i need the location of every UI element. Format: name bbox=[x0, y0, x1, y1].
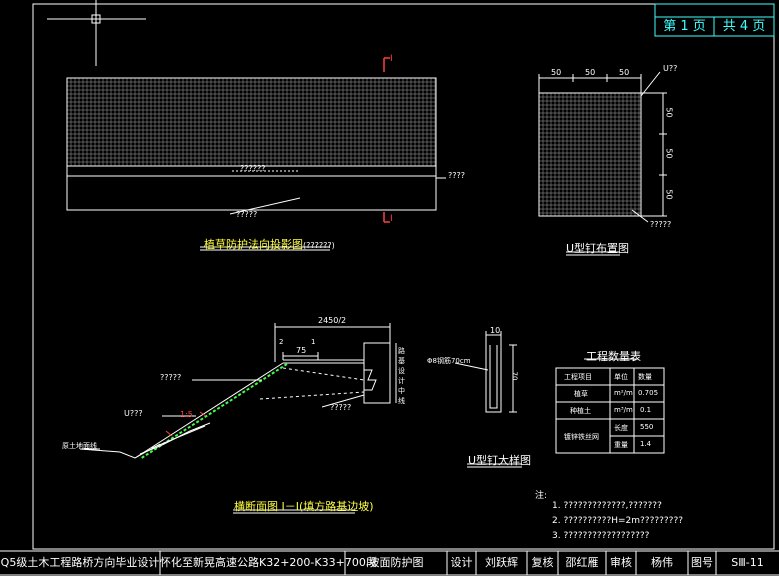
qt-row1-item: 植草 bbox=[574, 390, 588, 398]
section-label-ground: 原土地面线 bbox=[62, 442, 97, 450]
qt-row2-item: 种植土 bbox=[570, 407, 591, 415]
qt-row2-unit: m³/m bbox=[614, 406, 633, 414]
u-nail-layout-plan bbox=[538, 71, 667, 223]
layout-plan-title: U型钉布置图 bbox=[566, 242, 630, 255]
qt-header-item: 工程项目 bbox=[564, 373, 592, 381]
page-total: 共 4 页 bbox=[722, 19, 766, 34]
section-label-right: ????? bbox=[330, 403, 352, 412]
notes-heading: 注: bbox=[535, 491, 548, 501]
section-dim-1: 1 bbox=[311, 338, 316, 346]
section-label-u: U??? bbox=[124, 409, 143, 418]
title-project: 怀化至新晃高速公路K32+200-K33+700段 bbox=[160, 556, 377, 569]
qt-row4-unit: 重量 bbox=[614, 441, 628, 449]
plan-label-u: U?? bbox=[663, 64, 678, 73]
title-auditor: 杨伟 bbox=[651, 556, 673, 569]
plan-dim-3: 50 bbox=[619, 68, 630, 77]
title-fig-label: 图号 bbox=[691, 556, 713, 569]
plan-dim-2: 50 bbox=[585, 68, 596, 77]
qt-header-qty: 数量 bbox=[638, 373, 652, 381]
title-audit-label: 审核 bbox=[610, 556, 632, 569]
section-marker-top: I bbox=[390, 54, 393, 64]
u-nail-dim-top: 10 bbox=[490, 326, 501, 335]
qt-row1-qty: 0.705 bbox=[638, 389, 659, 397]
title-drawing: 坡面防护图 bbox=[368, 556, 424, 569]
title-design-label: 设计 bbox=[450, 556, 473, 569]
section-dim-75: 75 bbox=[296, 346, 307, 355]
page-number: 第 1 页 bbox=[663, 19, 706, 34]
u-nail-detail bbox=[454, 331, 517, 413]
qt-header-unit: 单位 bbox=[614, 373, 628, 381]
title-fig-no: SⅢ-11 bbox=[731, 556, 764, 569]
note-item-1: 1. ?????????????,??????? bbox=[552, 501, 662, 511]
title-designer: 刘跃辉 bbox=[485, 556, 518, 569]
title-block-grid bbox=[0, 550, 779, 576]
plan-dim-1: 50 bbox=[551, 68, 562, 77]
qt-row2-qty: 0.1 bbox=[640, 406, 652, 414]
qt-row3-unit: 长度 bbox=[614, 424, 628, 432]
section-title: 横断面图 I－I(填方路基边坡) bbox=[234, 500, 374, 513]
note-item-2: 2. ??????????H=2m????????? bbox=[552, 516, 684, 526]
qt-row1-unit: m²/m bbox=[614, 389, 633, 397]
plan-label-bottom: ????? bbox=[650, 220, 672, 229]
qt-row4-qty: 1.4 bbox=[640, 440, 652, 448]
crosshair-cursor bbox=[47, 0, 146, 66]
elevation-view bbox=[66, 57, 446, 223]
qt-row3-qty: 550 bbox=[640, 423, 654, 431]
cross-section-view bbox=[79, 323, 397, 460]
note-item-3: 3. ?????????????????? bbox=[552, 531, 650, 541]
plan-dim-right-1: 50 bbox=[664, 107, 674, 118]
section-marker-bottom: I bbox=[390, 214, 393, 224]
title-school: Q5级土木工程路桥方向毕业设计 bbox=[0, 556, 160, 569]
qt-row3-item: 镀锌铁丝网 bbox=[564, 433, 599, 441]
elevation-label-a: ?????? bbox=[240, 164, 266, 173]
quantity-table bbox=[555, 367, 665, 454]
elevation-title: 植草防护法向投影图(??????) bbox=[204, 238, 335, 251]
title-review-label: 复核 bbox=[531, 556, 554, 569]
section-ratio: 1:5 bbox=[180, 410, 193, 419]
section-label-vertical: 路基设计中线 bbox=[398, 347, 405, 405]
plan-dim-right-2: 50 bbox=[664, 148, 674, 159]
section-label-top: ????? bbox=[160, 373, 182, 382]
quantity-table-title: 工程数量表 bbox=[586, 350, 641, 363]
section-dim-2: 2 bbox=[279, 338, 284, 346]
u-nail-spec: Φ8钢筋70cm bbox=[427, 357, 471, 365]
u-nail-title: U型钉大样图 bbox=[468, 454, 532, 467]
plan-dim-right-3: 50 bbox=[664, 189, 674, 200]
section-width-dim: 2450/2 bbox=[318, 316, 347, 325]
u-nail-dim-side: 70 bbox=[510, 371, 519, 381]
elevation-label-b: ???? bbox=[448, 171, 465, 180]
title-reviewer: 邵红雁 bbox=[565, 556, 599, 569]
elevation-label-c: ????? bbox=[236, 210, 258, 219]
